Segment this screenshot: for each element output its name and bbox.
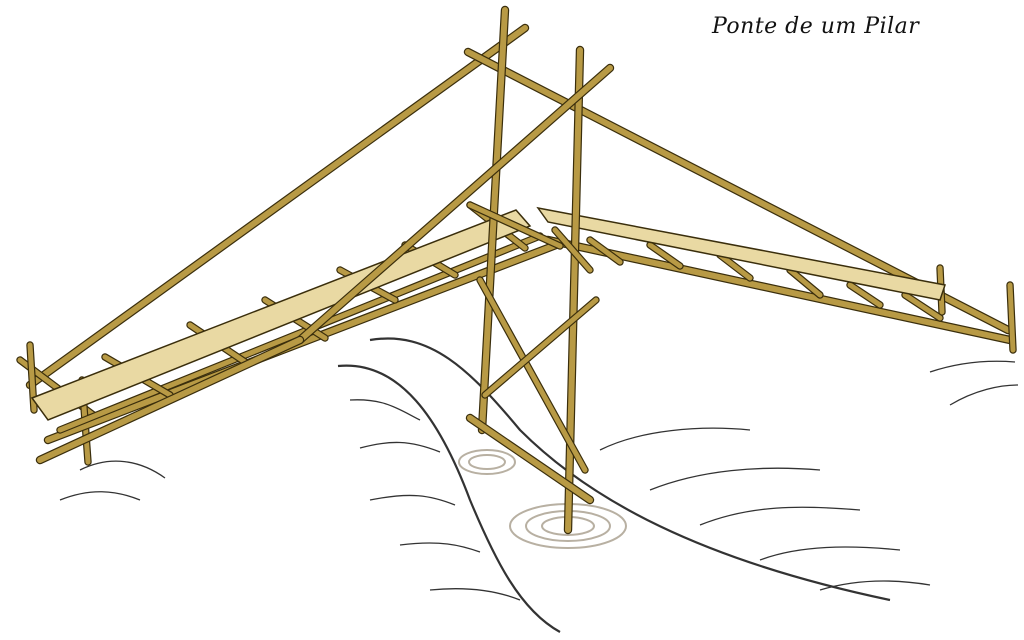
right-rung-pole-5 (846, 281, 884, 309)
ripple-left-pole (458, 449, 516, 475)
right-rung-pole-4 (786, 266, 824, 299)
left-stringer-2-pole (56, 232, 544, 434)
left-lower-stay-pole (295, 63, 615, 345)
right-rung-pole-2 (646, 241, 684, 270)
central-pillar (35, 5, 615, 535)
terrain (59, 337, 1019, 633)
right-rung-pole-6 (901, 291, 944, 322)
left-upper-stay-pole (25, 23, 530, 390)
bridge-planks (30, 206, 946, 421)
diagram-title: Ponte de um Pilar (712, 14, 920, 39)
left-deck-plank (30, 209, 532, 421)
right-rung-pole-3 (716, 251, 754, 282)
pillar-left-post-pole (477, 5, 510, 435)
water-ripples (458, 449, 627, 549)
pillar-top-crossbar-pole (466, 201, 564, 250)
pillar-diagonal-brace-2-pole (481, 296, 600, 399)
river-far-bank (369, 337, 891, 602)
left-lower-stay-end-pole (35, 335, 305, 465)
pillar-diagonal-brace-pole (476, 276, 589, 474)
right-deck-plank (536, 206, 946, 301)
pillar-base-cross-pole (465, 413, 595, 505)
pillar-joint-pole (551, 226, 594, 274)
right-rung-pole-1 (586, 236, 624, 266)
right-end-post-2-pole (1006, 281, 1017, 354)
right-lower-stringer-pole (543, 235, 1015, 345)
left-bank-edge (337, 364, 561, 633)
